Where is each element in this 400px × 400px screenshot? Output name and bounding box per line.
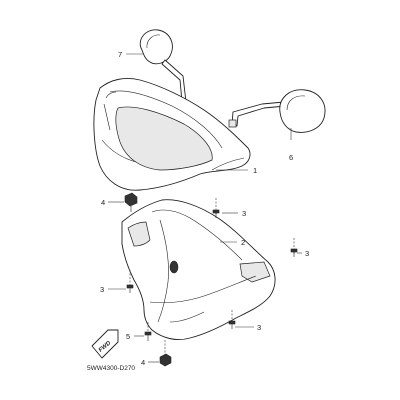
screw-left xyxy=(126,270,134,293)
rear-lower-cover xyxy=(121,199,276,341)
callout-7: 7 xyxy=(118,50,122,59)
callout-3-upper-right: 3 xyxy=(242,209,246,218)
callout-3-right: 3 xyxy=(305,249,309,258)
callout-2: 2 xyxy=(241,238,245,247)
diagram-code: 5WW4300-D270 xyxy=(87,365,135,372)
nut-upper xyxy=(124,192,138,212)
screw-upper-right xyxy=(212,198,220,218)
leader-lines xyxy=(108,53,302,363)
nut-lower xyxy=(159,340,172,367)
bolt xyxy=(144,322,152,341)
fwd-arrow-icon: FWD xyxy=(91,329,119,359)
front-upper-cover xyxy=(93,77,251,191)
callout-3-left: 3 xyxy=(100,285,104,294)
callout-4-upper: 4 xyxy=(101,198,105,207)
callout-5: 5 xyxy=(126,332,130,341)
callout-4-lower: 4 xyxy=(141,358,145,367)
screw-right xyxy=(290,238,298,257)
callout-3-lower-right: 3 xyxy=(257,323,261,332)
callout-1: 1 xyxy=(253,166,257,175)
callout-6: 6 xyxy=(289,153,293,162)
screw-lower-right xyxy=(228,310,236,329)
right-mirror xyxy=(228,89,326,133)
